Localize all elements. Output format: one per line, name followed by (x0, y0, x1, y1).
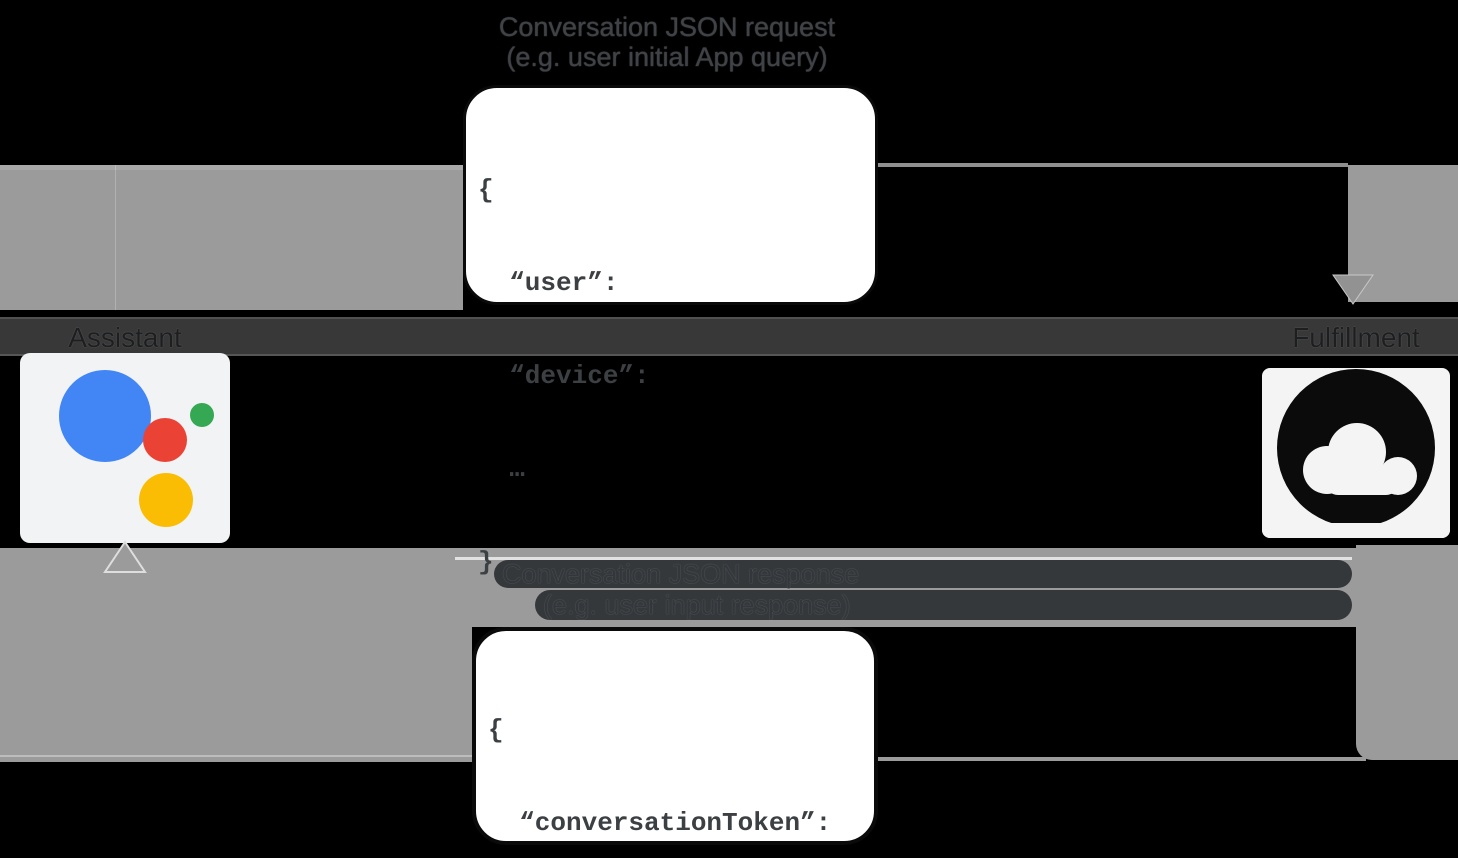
code-line: { (478, 175, 494, 205)
response-arrow-corner (1356, 545, 1458, 760)
request-title-line1: Conversation JSON request (498, 12, 836, 42)
response-json-code: { “conversationToken”: “userStorage”: … … (488, 653, 831, 858)
cloud-icon (1262, 369, 1450, 538)
response-title-line1: Conversation JSON response (494, 560, 1352, 588)
fulfillment-card (1262, 368, 1450, 538)
assistant-card (20, 353, 230, 543)
arrow-up-icon (103, 540, 147, 573)
arrow-down-icon (1332, 274, 1374, 305)
response-arrow-band (0, 548, 472, 762)
code-line: … (478, 454, 525, 484)
request-json-code: { “user”: “device”: … } (478, 113, 650, 640)
response-guide-line (455, 557, 1352, 560)
code-line: } (478, 547, 494, 577)
response-title-line2: (e.g. user input response) (535, 590, 1352, 620)
code-line: “conversationToken”: (488, 808, 832, 838)
assistant-label: Assistant (68, 322, 182, 353)
assistant-yellow-dot (139, 473, 193, 527)
request-json-box: { “user”: “device”: … } (463, 85, 878, 577)
request-arrow-band (0, 165, 463, 310)
assistant-red-dot (143, 418, 187, 462)
response-arrow-band-edge (0, 755, 472, 757)
code-line: “device”: (478, 361, 650, 391)
response-arrow-line (870, 757, 1366, 761)
request-arrow-seam (115, 165, 116, 310)
response-json-box: { “conversationToken”: “userStorage”: … … (472, 627, 878, 845)
assistant-blue-dot (59, 370, 151, 462)
code-line: { (488, 715, 504, 745)
fulfillment-label: Fulfillment (1292, 322, 1420, 353)
code-line: “user”: (478, 268, 619, 298)
request-arrow-line (878, 163, 1348, 167)
label-band (0, 317, 1458, 356)
request-title-line2: (e.g. user initial App query) (506, 42, 828, 72)
assistant-green-dot (190, 403, 214, 427)
